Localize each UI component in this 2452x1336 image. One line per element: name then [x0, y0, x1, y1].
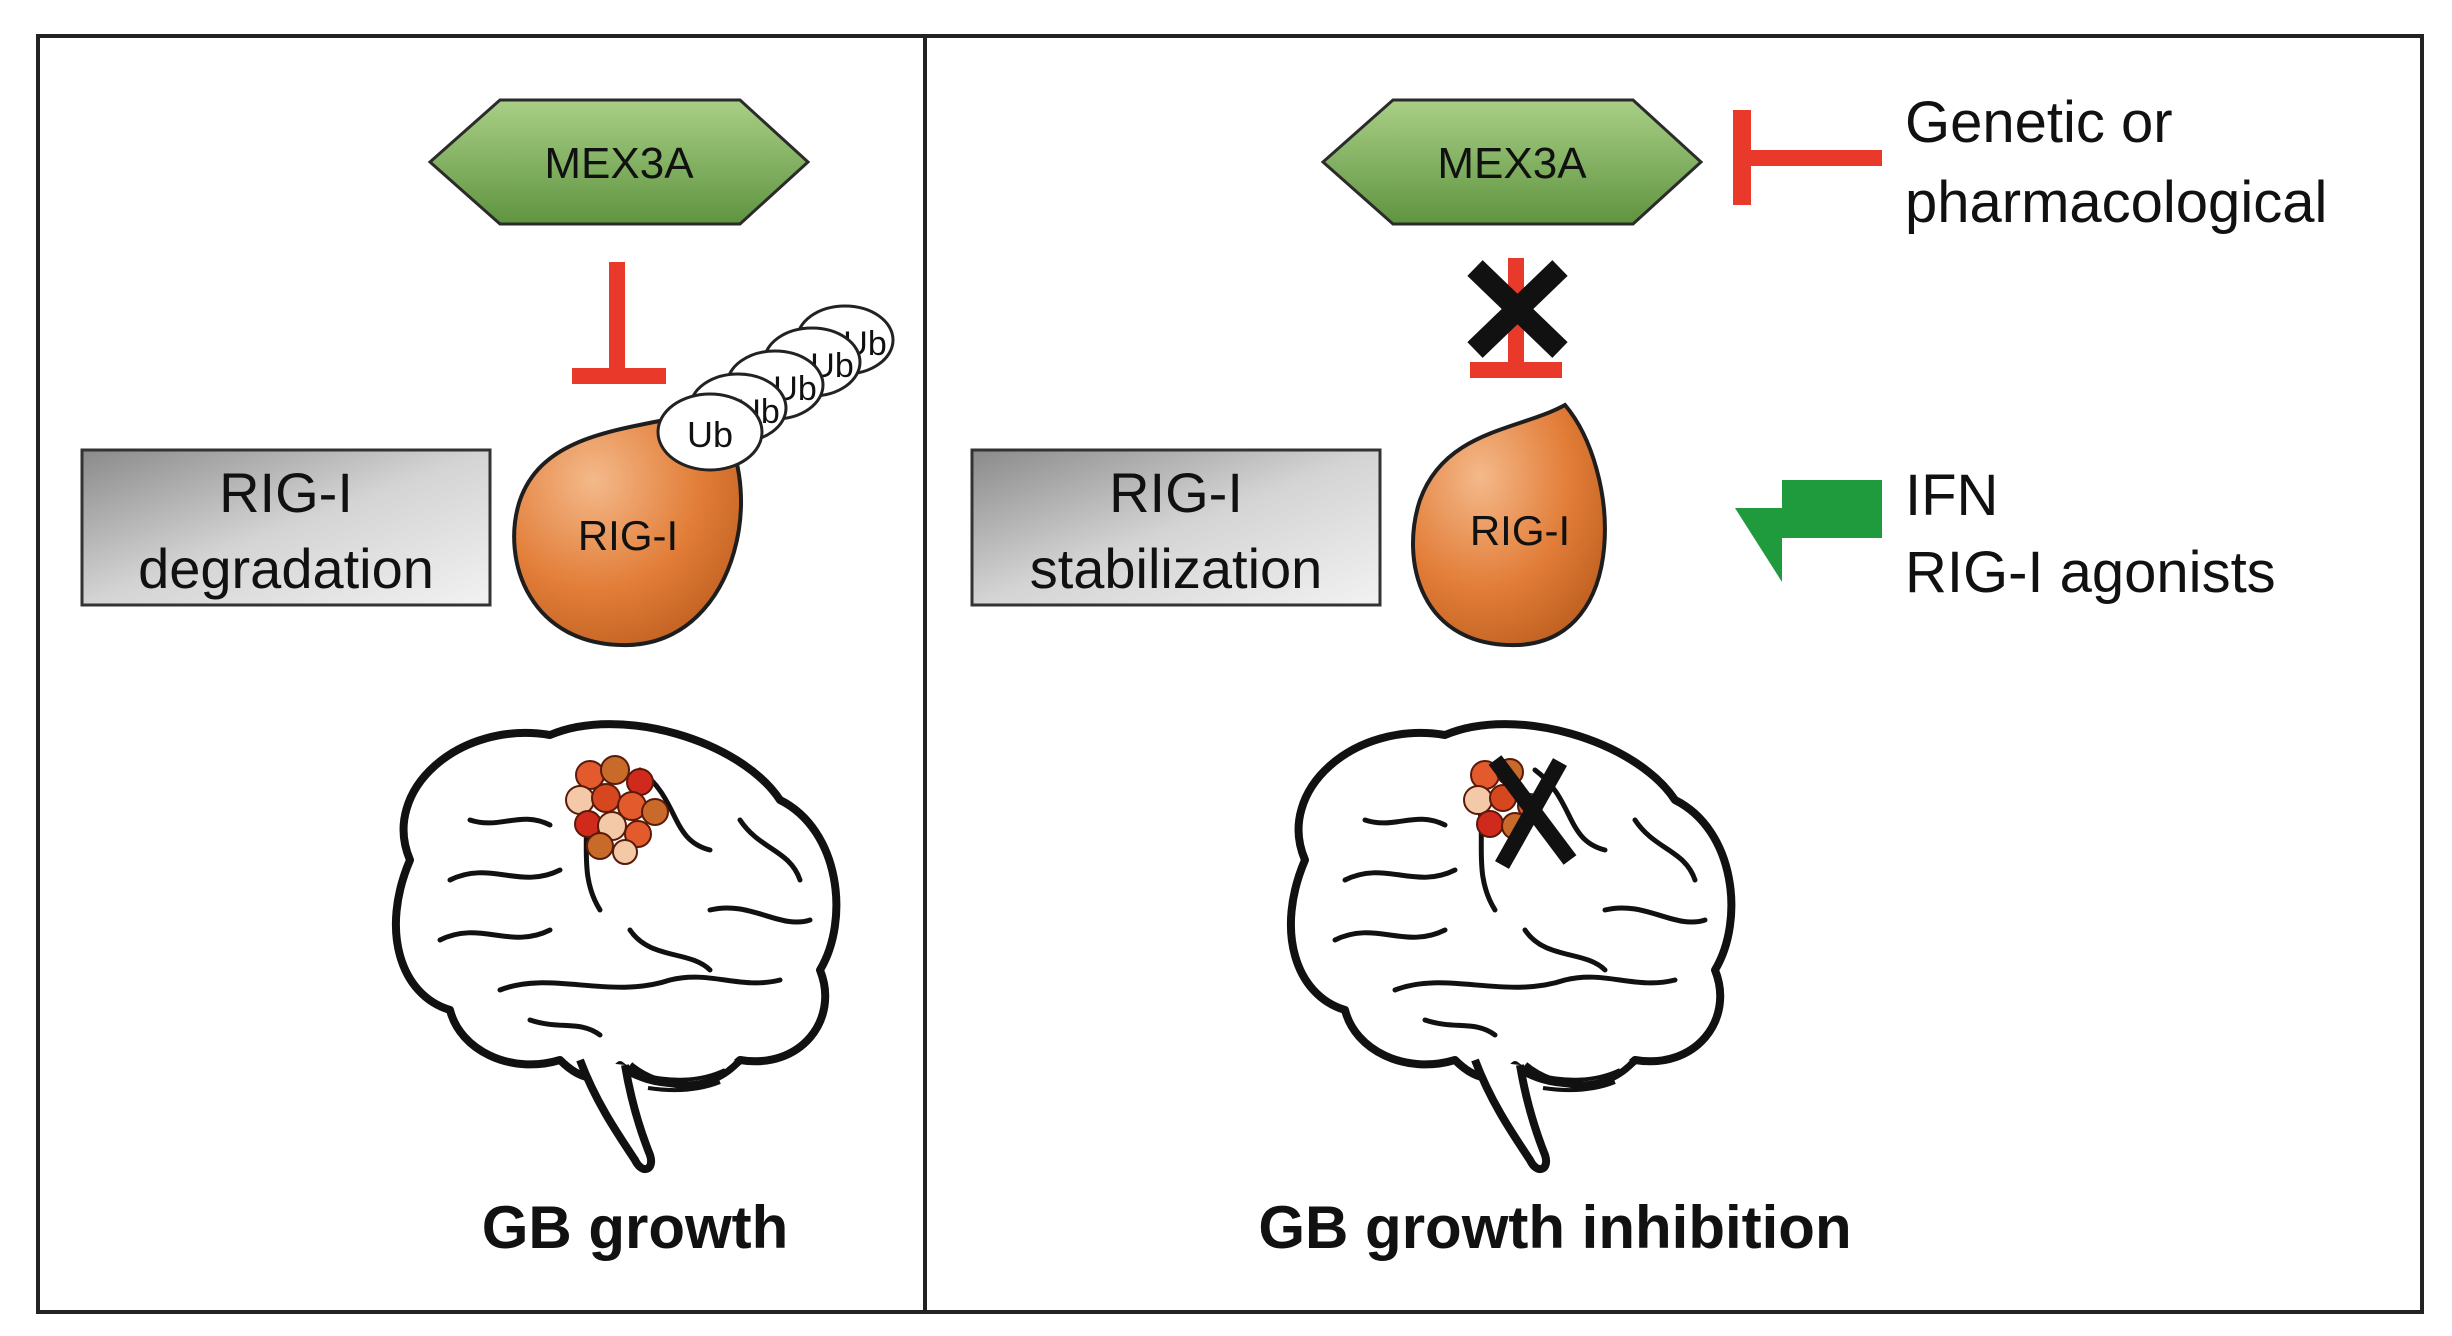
- activator-label-line1: IFN: [1905, 463, 1998, 528]
- mex3a-label-left: MEX3A: [544, 139, 694, 188]
- inhibition-bar-left: [572, 262, 666, 384]
- rigi-label-right: RIG-I: [1470, 507, 1570, 554]
- svg-text:Ub: Ub: [687, 414, 733, 455]
- brain-right: [1291, 724, 1731, 1169]
- inhibitor-label-line2: pharmacological: [1905, 170, 2327, 235]
- mex3a-hexagon-left: MEX3A: [427, 98, 811, 226]
- rigi-degradation-line1: RIG-I: [219, 461, 353, 524]
- rigi-label-left: RIG-I: [578, 512, 678, 559]
- inhibitor-label-line1: Genetic or: [1905, 90, 2173, 155]
- ub-circle-1: Ub: [656, 392, 764, 472]
- rigi-box-right: RIG-I stabilization: [970, 448, 1382, 607]
- right-panel: MEX3A Genetic or pharmacological RIG-I s…: [970, 90, 2327, 1261]
- outer-frame: [36, 34, 2424, 1314]
- inhibitor-bar-right: [1733, 110, 1882, 205]
- tumor-cells-left: [565, 755, 669, 865]
- activation-arrow: [1735, 480, 1882, 582]
- mex3a-label-right: MEX3A: [1437, 139, 1587, 188]
- brain-left: [396, 724, 836, 1169]
- rigi-box-left: RIG-I degradation: [80, 448, 492, 607]
- mex3a-hexagon-right: MEX3A: [1320, 98, 1704, 226]
- left-panel: MEX3A RIG-I degradation Ub Ub Ub: [80, 98, 895, 1261]
- rigi-degradation-line2: degradation: [138, 537, 434, 600]
- tumor-cross-icon: [1488, 755, 1577, 869]
- rigi-stabilization-line1: RIG-I: [1109, 461, 1243, 524]
- blocked-inhibition: [1467, 258, 1568, 378]
- caption-right: GB growth inhibition: [1258, 1194, 1851, 1261]
- block-cross-icon: [1467, 260, 1568, 358]
- rigi-drop-left: RIG-I: [512, 407, 743, 648]
- activator-label-line2: RIG-I agonists: [1905, 540, 2276, 605]
- rigi-stabilization-line2: stabilization: [1030, 537, 1323, 600]
- rigi-drop-right: RIG-I: [1411, 402, 1607, 648]
- caption-left: GB growth: [482, 1194, 789, 1261]
